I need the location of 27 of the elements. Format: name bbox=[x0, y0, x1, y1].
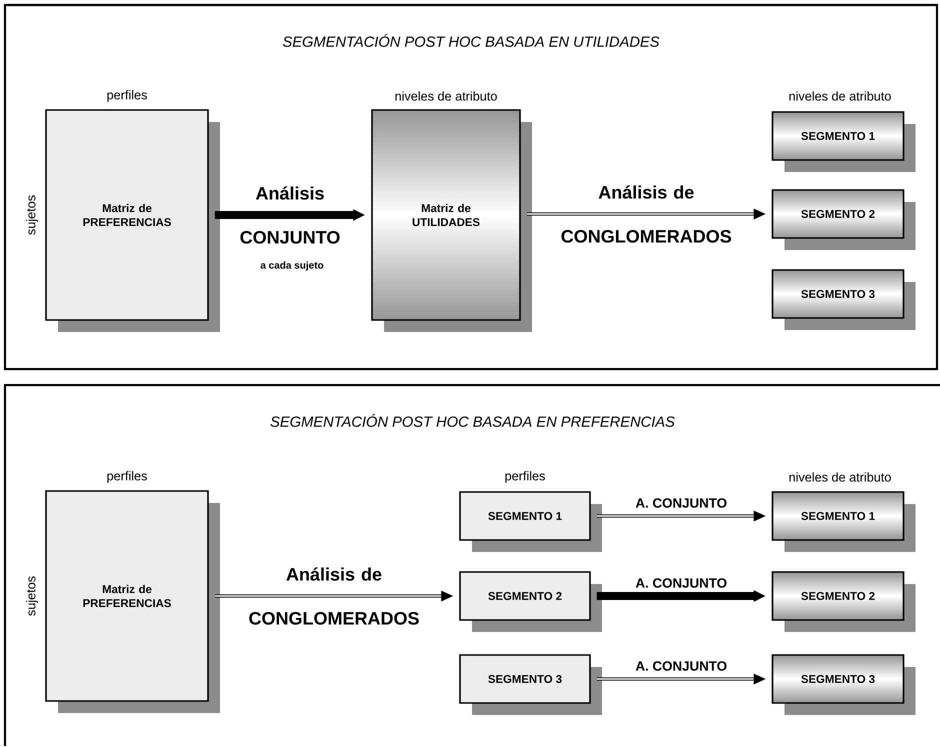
segment-box: SEGMENTO 1 bbox=[772, 111, 916, 172]
note-text: a cada sujeto bbox=[260, 261, 324, 271]
edge-label: A. CONJUNTO bbox=[636, 498, 726, 508]
segment-box: SEGMENTO 2 bbox=[459, 571, 602, 632]
matrix-box: Matriz de UTILIDADES bbox=[371, 109, 532, 332]
segment-box: SEGMENTO 2 bbox=[772, 571, 916, 632]
segment-box: SEGMENTO 2 bbox=[772, 189, 916, 250]
segment-box: SEGMENTO 1 bbox=[459, 491, 602, 552]
edge-label: Análisis CONJUNTO bbox=[240, 186, 340, 244]
matrix-box: Matriz de PREFERENCIAS bbox=[45, 109, 220, 332]
segment-box: SEGMENTO 3 bbox=[459, 654, 602, 715]
side-caption: niveles de atributo bbox=[789, 472, 891, 482]
edge-label: A. CONJUNTO bbox=[636, 578, 726, 588]
side-caption: sujetos bbox=[26, 195, 38, 235]
edge-label: Análisis de CONGLOMERADOS bbox=[249, 567, 419, 625]
edge-label: A. CONJUNTO bbox=[636, 661, 726, 671]
segment-box: SEGMENTO 3 bbox=[772, 269, 916, 330]
side-caption: perfiles bbox=[107, 90, 147, 102]
side-caption: perfiles bbox=[505, 471, 545, 483]
side-caption: perfiles bbox=[107, 471, 147, 483]
side-caption: niveles de atributo bbox=[789, 91, 891, 101]
segment-box: SEGMENTO 1 bbox=[772, 491, 916, 552]
edge-label: Análisis de CONGLOMERADOS bbox=[561, 185, 732, 243]
side-caption: sujetos bbox=[26, 576, 38, 616]
segment-box: SEGMENTO 3 bbox=[772, 654, 916, 715]
side-caption: niveles de atributo bbox=[395, 91, 497, 101]
matrix-box: Matriz de PREFERENCIAS bbox=[45, 490, 220, 713]
